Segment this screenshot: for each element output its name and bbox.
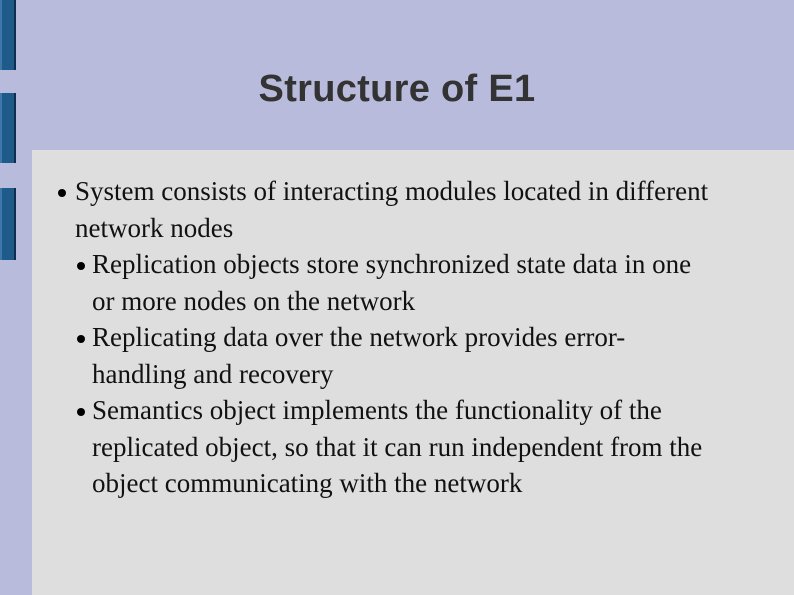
bullet-item: System consists of interacting modules l…	[32, 173, 715, 502]
sub-bullet-item: Replication objects store synchronized s…	[75, 246, 717, 319]
bullet-list: System consists of interacting modules l…	[32, 150, 715, 502]
sub-bullet-item: Replicating data over the network provid…	[75, 319, 717, 392]
sub-bullet-dot-icon	[77, 262, 85, 270]
sub-bullet-text: Semantics object implements the function…	[92, 395, 703, 498]
slide-title: Structure of E1	[258, 68, 536, 110]
sub-bullet-list: Replication objects store synchronized s…	[75, 246, 715, 502]
decorative-side-bar-top	[0, 0, 16, 70]
sub-bullet-dot-icon	[77, 408, 85, 416]
bullet-dot-icon	[58, 189, 66, 197]
sub-bullet-text: Replication objects store synchronized s…	[92, 249, 692, 316]
decorative-side-bar-middle	[0, 93, 16, 163]
sub-bullet-item: Semantics object implements the function…	[75, 392, 717, 502]
bullet-text: System consists of interacting modules l…	[75, 176, 709, 243]
decorative-side-bar-bottom	[0, 188, 16, 260]
content-panel: System consists of interacting modules l…	[32, 150, 794, 595]
sub-bullet-dot-icon	[77, 335, 85, 343]
sub-bullet-text: Replicating data over the network provid…	[92, 322, 626, 389]
